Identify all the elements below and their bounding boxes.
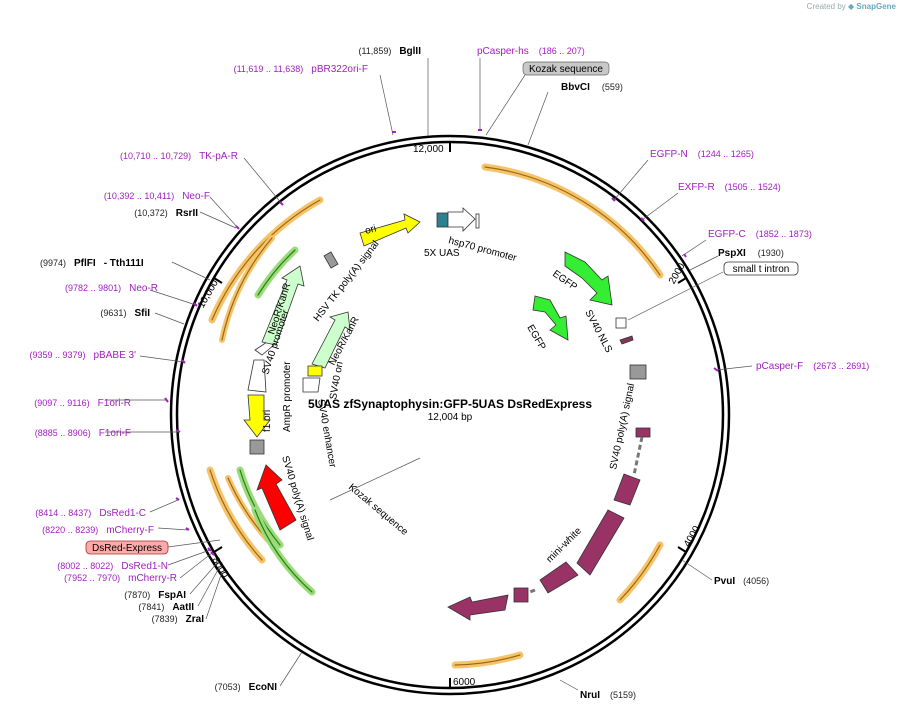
feature-arrows xyxy=(243,207,651,621)
feature-egfp-2 xyxy=(532,295,569,341)
feature-mini-white xyxy=(576,509,625,576)
primer-ticks xyxy=(164,129,719,556)
primer-egfp-n: EGFP-N(1244 .. 1265) xyxy=(650,149,754,160)
feature-label-kozak: Kozak sequence xyxy=(346,482,410,538)
feature-label-sv40-polya: SV40 poly(A) signal xyxy=(608,382,637,470)
site-fspai: (7870)FspAI xyxy=(124,590,186,601)
primer-mcherry-r: (7952 .. 7970)mCherry-R xyxy=(64,573,177,584)
feature-egfp-1 xyxy=(564,251,613,306)
primer-pbabe-3: (9359 .. 9379)pBABE 3' xyxy=(29,350,136,361)
boxed-label-kozak: Kozak sequence xyxy=(529,64,603,75)
site-pspxi: PspXI(1930) xyxy=(718,248,784,259)
feature-label-hsv-tk: HSV TK poly(A) signal xyxy=(312,239,382,324)
feature-ampr-promoter xyxy=(247,359,267,393)
feature-sv40-nls xyxy=(619,335,634,345)
map-subtitle: 12,004 bp xyxy=(428,412,473,423)
site-pflfi: (9974)PflFI- Tth111I xyxy=(40,258,144,269)
boxed-label-small-t-intron: small t intron xyxy=(733,264,790,275)
site-zrai: (7839)ZraI xyxy=(152,614,205,625)
snapgene-logo: ◆ SnapGene xyxy=(848,2,896,11)
feature-hsv-tk-polya xyxy=(323,251,339,269)
primer-neo-f: (10,392 .. 10,411)Neo-F xyxy=(104,191,210,202)
feature-ori xyxy=(359,213,421,247)
tick-marks xyxy=(213,142,687,688)
leader-lines xyxy=(105,58,753,691)
feature-hsp70-promoter xyxy=(447,207,476,232)
primer-mcherry-f: (8220 .. 8239)mCherry-F xyxy=(42,525,154,536)
tick-labels: 12,000 2000 4000 6000 8000 10,000 xyxy=(196,144,703,688)
boxed-label-dsred-express: DsRed-Express xyxy=(92,543,162,554)
feature-label-f1-ori: f1 ori xyxy=(262,410,273,432)
feature-neor-kanr-2 xyxy=(311,311,351,369)
feature-mini-white xyxy=(539,561,579,594)
creator-credit: Created by ◆ SnapGene xyxy=(807,2,896,11)
feature-5x-uas xyxy=(436,212,449,228)
green-arcs xyxy=(236,246,316,596)
primer-dsred1-c: (8414 .. 8437)DsRed1-C xyxy=(35,508,146,519)
feature-label-sv40-ori: SV40 ori xyxy=(328,361,345,401)
primer-arcs xyxy=(206,163,664,669)
site-pvui: PvuI(4056) xyxy=(714,576,769,587)
feature-label-mini-white: mini-white xyxy=(544,525,584,565)
site-rsrii: (10,372)RsrII xyxy=(134,208,198,219)
primer-dsred1-n: (8002 .. 8022)DsRed1-N xyxy=(57,561,168,572)
site-nrui: NruI(5159) xyxy=(580,690,636,701)
feature-sv40-enhancer xyxy=(302,377,321,393)
primer-tk-pa-r: (10,710 .. 10,729)TK-pA-R xyxy=(120,151,238,162)
primer-f1ori-r: (9097 .. 9116)F1ori-R xyxy=(34,398,131,409)
primer-neo-r: (9782 .. 9801)Neo-R xyxy=(65,283,158,294)
feature-sv40-ori xyxy=(307,365,323,377)
brand-name: SnapGene xyxy=(856,2,896,11)
feature-label-sv40-nls: SV40 NLS xyxy=(582,308,614,355)
feature-mini-white-arrow xyxy=(447,594,509,621)
primer-pcasper-f: pCasper-F(2673 .. 2691) xyxy=(756,361,869,372)
map-title: 5UAS zfSynaptophysin:GFP-5UAS DsRedExpre… xyxy=(308,397,592,411)
tick-label: 6000 xyxy=(453,677,476,688)
feature-label-5x-uas: 5X UAS xyxy=(424,248,460,259)
feature-small-t-intron xyxy=(615,317,627,329)
primers-right: pCasper-hs(186 .. 207) EGFP-N(1244 .. 12… xyxy=(477,46,869,372)
feature-label-ampr-promoter: AmpR promoter xyxy=(282,361,293,432)
primer-egfp-c: EGFP-C(1852 .. 1873) xyxy=(708,229,812,240)
site-bglii: (11,859)BglII xyxy=(358,46,421,57)
feature-sv40-polya-red xyxy=(256,464,297,531)
primer-pbr322ori-f: (11,619 .. 11,638)pBR322ori-F xyxy=(234,64,368,75)
site-aatii: (7841)AatII xyxy=(138,602,194,613)
creator-prefix: Created by xyxy=(806,2,846,11)
site-bbvci: BbvCI(559) xyxy=(561,82,623,93)
feature-label-egfp: EGFP xyxy=(524,323,547,352)
feature-yellow-arrow xyxy=(243,394,271,438)
site-sfii: (9631)SfiI xyxy=(100,308,150,319)
primer-pcasper-hs: pCasper-hs(186 .. 207) xyxy=(477,46,585,57)
feature-mini-white xyxy=(613,473,641,506)
feature-sv40-polya-right xyxy=(629,364,647,380)
sites-right: BbvCI(559) PspXI(1930) PvuI(4056) NruI(5… xyxy=(561,82,784,701)
feature-label-ori: ori xyxy=(364,223,378,237)
sites-left: (11,859)BglII (10,372)RsrII (9974)PflFI-… xyxy=(40,46,421,693)
feature-label-sv40-polya-red: SV40 poly(A) signal xyxy=(279,455,315,542)
primers-left: (11,619 .. 11,638)pBR322ori-F (10,710 ..… xyxy=(29,64,368,584)
feature-f1-ori xyxy=(249,439,265,455)
primer-exfp-r: EXFP-R(1505 .. 1524) xyxy=(678,182,781,193)
site-econi: (7053)EcoNI xyxy=(215,682,278,693)
boxed-labels: Kozak sequence small t intron DsRed-Expr… xyxy=(85,61,799,555)
primer-f1ori-f: (8885 .. 8906)F1ori-F xyxy=(35,428,131,439)
tick-label: 12,000 xyxy=(413,144,444,155)
feature-neor-kanr-1 xyxy=(261,265,305,346)
